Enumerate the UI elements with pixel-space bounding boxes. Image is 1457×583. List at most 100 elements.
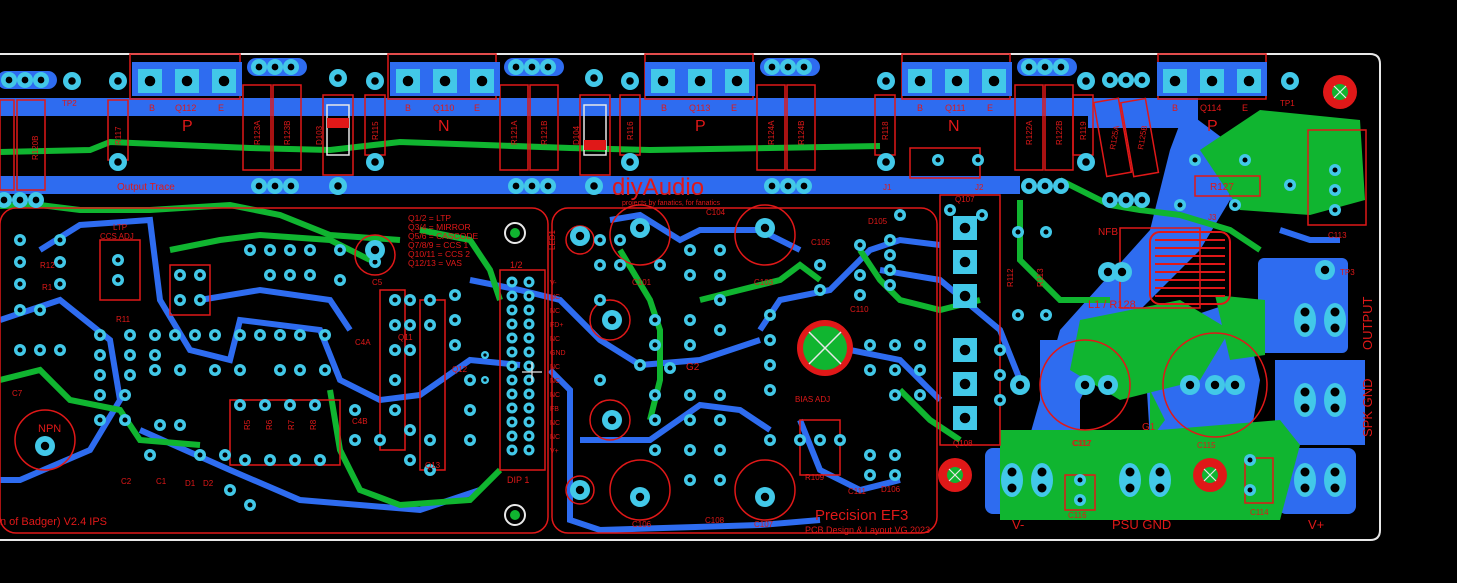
drill-hole	[317, 457, 323, 463]
dip-pin-label: NC	[550, 336, 560, 343]
drill-hole	[687, 342, 693, 348]
drill-hole	[127, 352, 133, 358]
drill-hole	[767, 312, 773, 318]
dip-pin-label: NC	[550, 420, 560, 427]
drill-hole	[452, 342, 458, 348]
drill-hole	[122, 392, 128, 398]
ref-label: R124A	[767, 120, 776, 145]
drill-hole	[312, 402, 318, 408]
ref-label: C110	[850, 305, 869, 314]
drill-hole	[526, 307, 532, 313]
drill-hole	[959, 344, 971, 356]
drill-hole	[687, 272, 693, 278]
drill-hole	[887, 282, 893, 288]
drill-hole	[114, 158, 122, 166]
drill-hole	[509, 363, 515, 369]
drill-hole	[115, 257, 121, 263]
drill-hole	[247, 247, 253, 253]
ref-label: R116	[626, 121, 635, 140]
drill-hole	[509, 349, 515, 355]
drill-hole	[652, 392, 658, 398]
drill-hole	[637, 362, 643, 368]
ref-label: C108	[705, 516, 725, 525]
v-minus-label: V-	[1012, 517, 1024, 532]
drill-hole	[1300, 467, 1310, 477]
drill-hole	[277, 367, 283, 373]
board-outline	[0, 53, 1381, 541]
drill-hole	[760, 492, 770, 502]
ref-label: Q107	[955, 195, 975, 204]
drill-hole	[1232, 202, 1238, 208]
drill-hole	[218, 75, 230, 87]
drill-hole	[257, 332, 263, 338]
diode-bodies	[326, 104, 607, 156]
drill-hole	[1041, 63, 1049, 71]
ref-label: C111	[848, 487, 866, 496]
ref-label: C4B	[352, 417, 368, 426]
g1-label: G1	[1142, 422, 1156, 433]
pad	[1031, 463, 1053, 497]
drill-hole	[1300, 387, 1310, 397]
ref-label: Q11	[398, 333, 413, 342]
drill-hole	[212, 367, 218, 373]
drill-hole	[526, 447, 532, 453]
drill-hole	[951, 75, 963, 87]
drill-hole	[867, 452, 873, 458]
drill-hole	[687, 447, 693, 453]
drill-hole	[197, 297, 203, 303]
brand-tagline: projects by fanatics, for fanatics	[622, 200, 721, 207]
drill-hole	[526, 335, 532, 341]
drill-hole	[509, 391, 515, 397]
ref-label: R12	[40, 261, 55, 270]
drill-hole	[590, 182, 598, 190]
ref-label: R124B	[797, 121, 806, 145]
drill-hole	[152, 332, 158, 338]
drill-hole	[917, 392, 923, 398]
drill-hole	[237, 367, 243, 373]
drill-hole	[1125, 483, 1135, 493]
drill-hole	[17, 307, 23, 313]
transistor-e: E	[218, 103, 224, 113]
drill-hole	[1332, 207, 1338, 213]
drill-hole	[1077, 477, 1083, 483]
g2-label: G2	[686, 362, 700, 373]
drill-hole	[1103, 380, 1113, 390]
ref-label: R119	[1079, 121, 1088, 140]
ref-label: C117	[1073, 439, 1092, 448]
drill-hole	[857, 292, 863, 298]
drill-hole	[40, 441, 50, 451]
drill-hole	[337, 277, 343, 283]
drill-hole	[509, 405, 515, 411]
transistor-e: E	[1242, 103, 1248, 113]
drill-hole	[617, 237, 623, 243]
drill-hole	[287, 402, 293, 408]
pad	[1324, 303, 1346, 337]
dip-pin-label: NC	[550, 378, 560, 385]
ref-label: D106	[881, 485, 901, 494]
ref-label: R11	[116, 315, 131, 324]
drill-hole	[784, 182, 792, 190]
drill-hole	[979, 212, 985, 218]
drill-hole	[857, 272, 863, 278]
drill-hole	[287, 272, 293, 278]
drill-hole	[1007, 483, 1017, 493]
drill-hole	[17, 259, 23, 265]
pad	[1149, 463, 1171, 497]
drill-hole	[1287, 182, 1293, 188]
drill-hole	[370, 245, 380, 255]
ref-label: R8	[309, 419, 318, 430]
drill-hole	[590, 74, 598, 82]
ref-label: R125B	[1136, 125, 1149, 151]
drill-hole	[509, 447, 515, 453]
dip-label: DIP 1	[507, 475, 529, 485]
drill-hole	[322, 332, 328, 338]
drill-hole	[687, 317, 693, 323]
drill-hole	[626, 77, 634, 85]
drill-hole	[817, 262, 823, 268]
drill-hole	[1015, 229, 1021, 235]
drill-hole	[427, 297, 433, 303]
drill-hole	[575, 485, 585, 495]
drill-hole	[959, 222, 971, 234]
drill-hole	[1082, 77, 1090, 85]
dip-pin-label: NC	[550, 392, 560, 399]
